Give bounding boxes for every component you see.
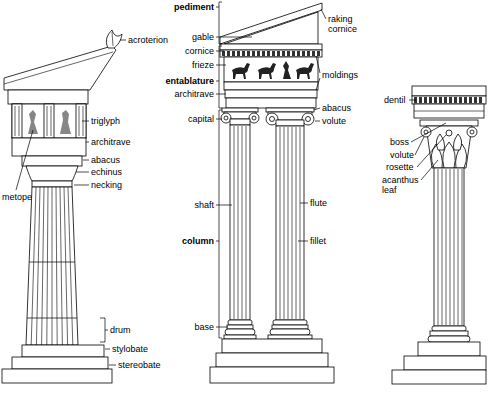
part-label: moldings bbox=[322, 70, 358, 80]
part-label: abacus bbox=[322, 103, 351, 113]
part-label: acroterion bbox=[128, 35, 168, 45]
part-label: fillet bbox=[310, 236, 326, 246]
part-label: drum bbox=[110, 325, 131, 335]
part-label: raking cornice bbox=[328, 14, 374, 34]
part-label: stylobate bbox=[112, 344, 148, 354]
part-label: flute bbox=[310, 198, 327, 208]
part-label: frieze bbox=[192, 60, 214, 70]
part-label: cornice bbox=[185, 46, 214, 56]
part-label: abacus bbox=[91, 155, 120, 165]
part-label: base bbox=[194, 322, 214, 332]
part-label: stereobate bbox=[118, 360, 161, 370]
part-label: rosette bbox=[386, 162, 414, 172]
part-label: column bbox=[182, 236, 214, 246]
part-label: architrave bbox=[174, 89, 214, 99]
part-label: boss bbox=[390, 137, 409, 147]
part-label: architrave bbox=[91, 137, 131, 147]
part-label: pediment bbox=[174, 2, 214, 12]
part-label: capital bbox=[188, 114, 214, 124]
part-label: shaft bbox=[194, 200, 214, 210]
part-label: volute bbox=[390, 150, 414, 160]
part-label: acanthus leaf bbox=[382, 175, 422, 195]
part-label: metope bbox=[2, 192, 32, 202]
doric-order bbox=[2, 30, 126, 383]
ionic-order bbox=[210, 2, 334, 383]
part-label: dentil bbox=[384, 95, 406, 105]
corinthian-order bbox=[392, 86, 486, 384]
part-label: entablature bbox=[165, 76, 214, 86]
part-label: necking bbox=[91, 180, 122, 190]
part-label: echinus bbox=[91, 167, 122, 177]
part-label: triglyph bbox=[91, 116, 120, 126]
part-label: gable bbox=[192, 32, 214, 42]
part-label: volute bbox=[322, 116, 346, 126]
